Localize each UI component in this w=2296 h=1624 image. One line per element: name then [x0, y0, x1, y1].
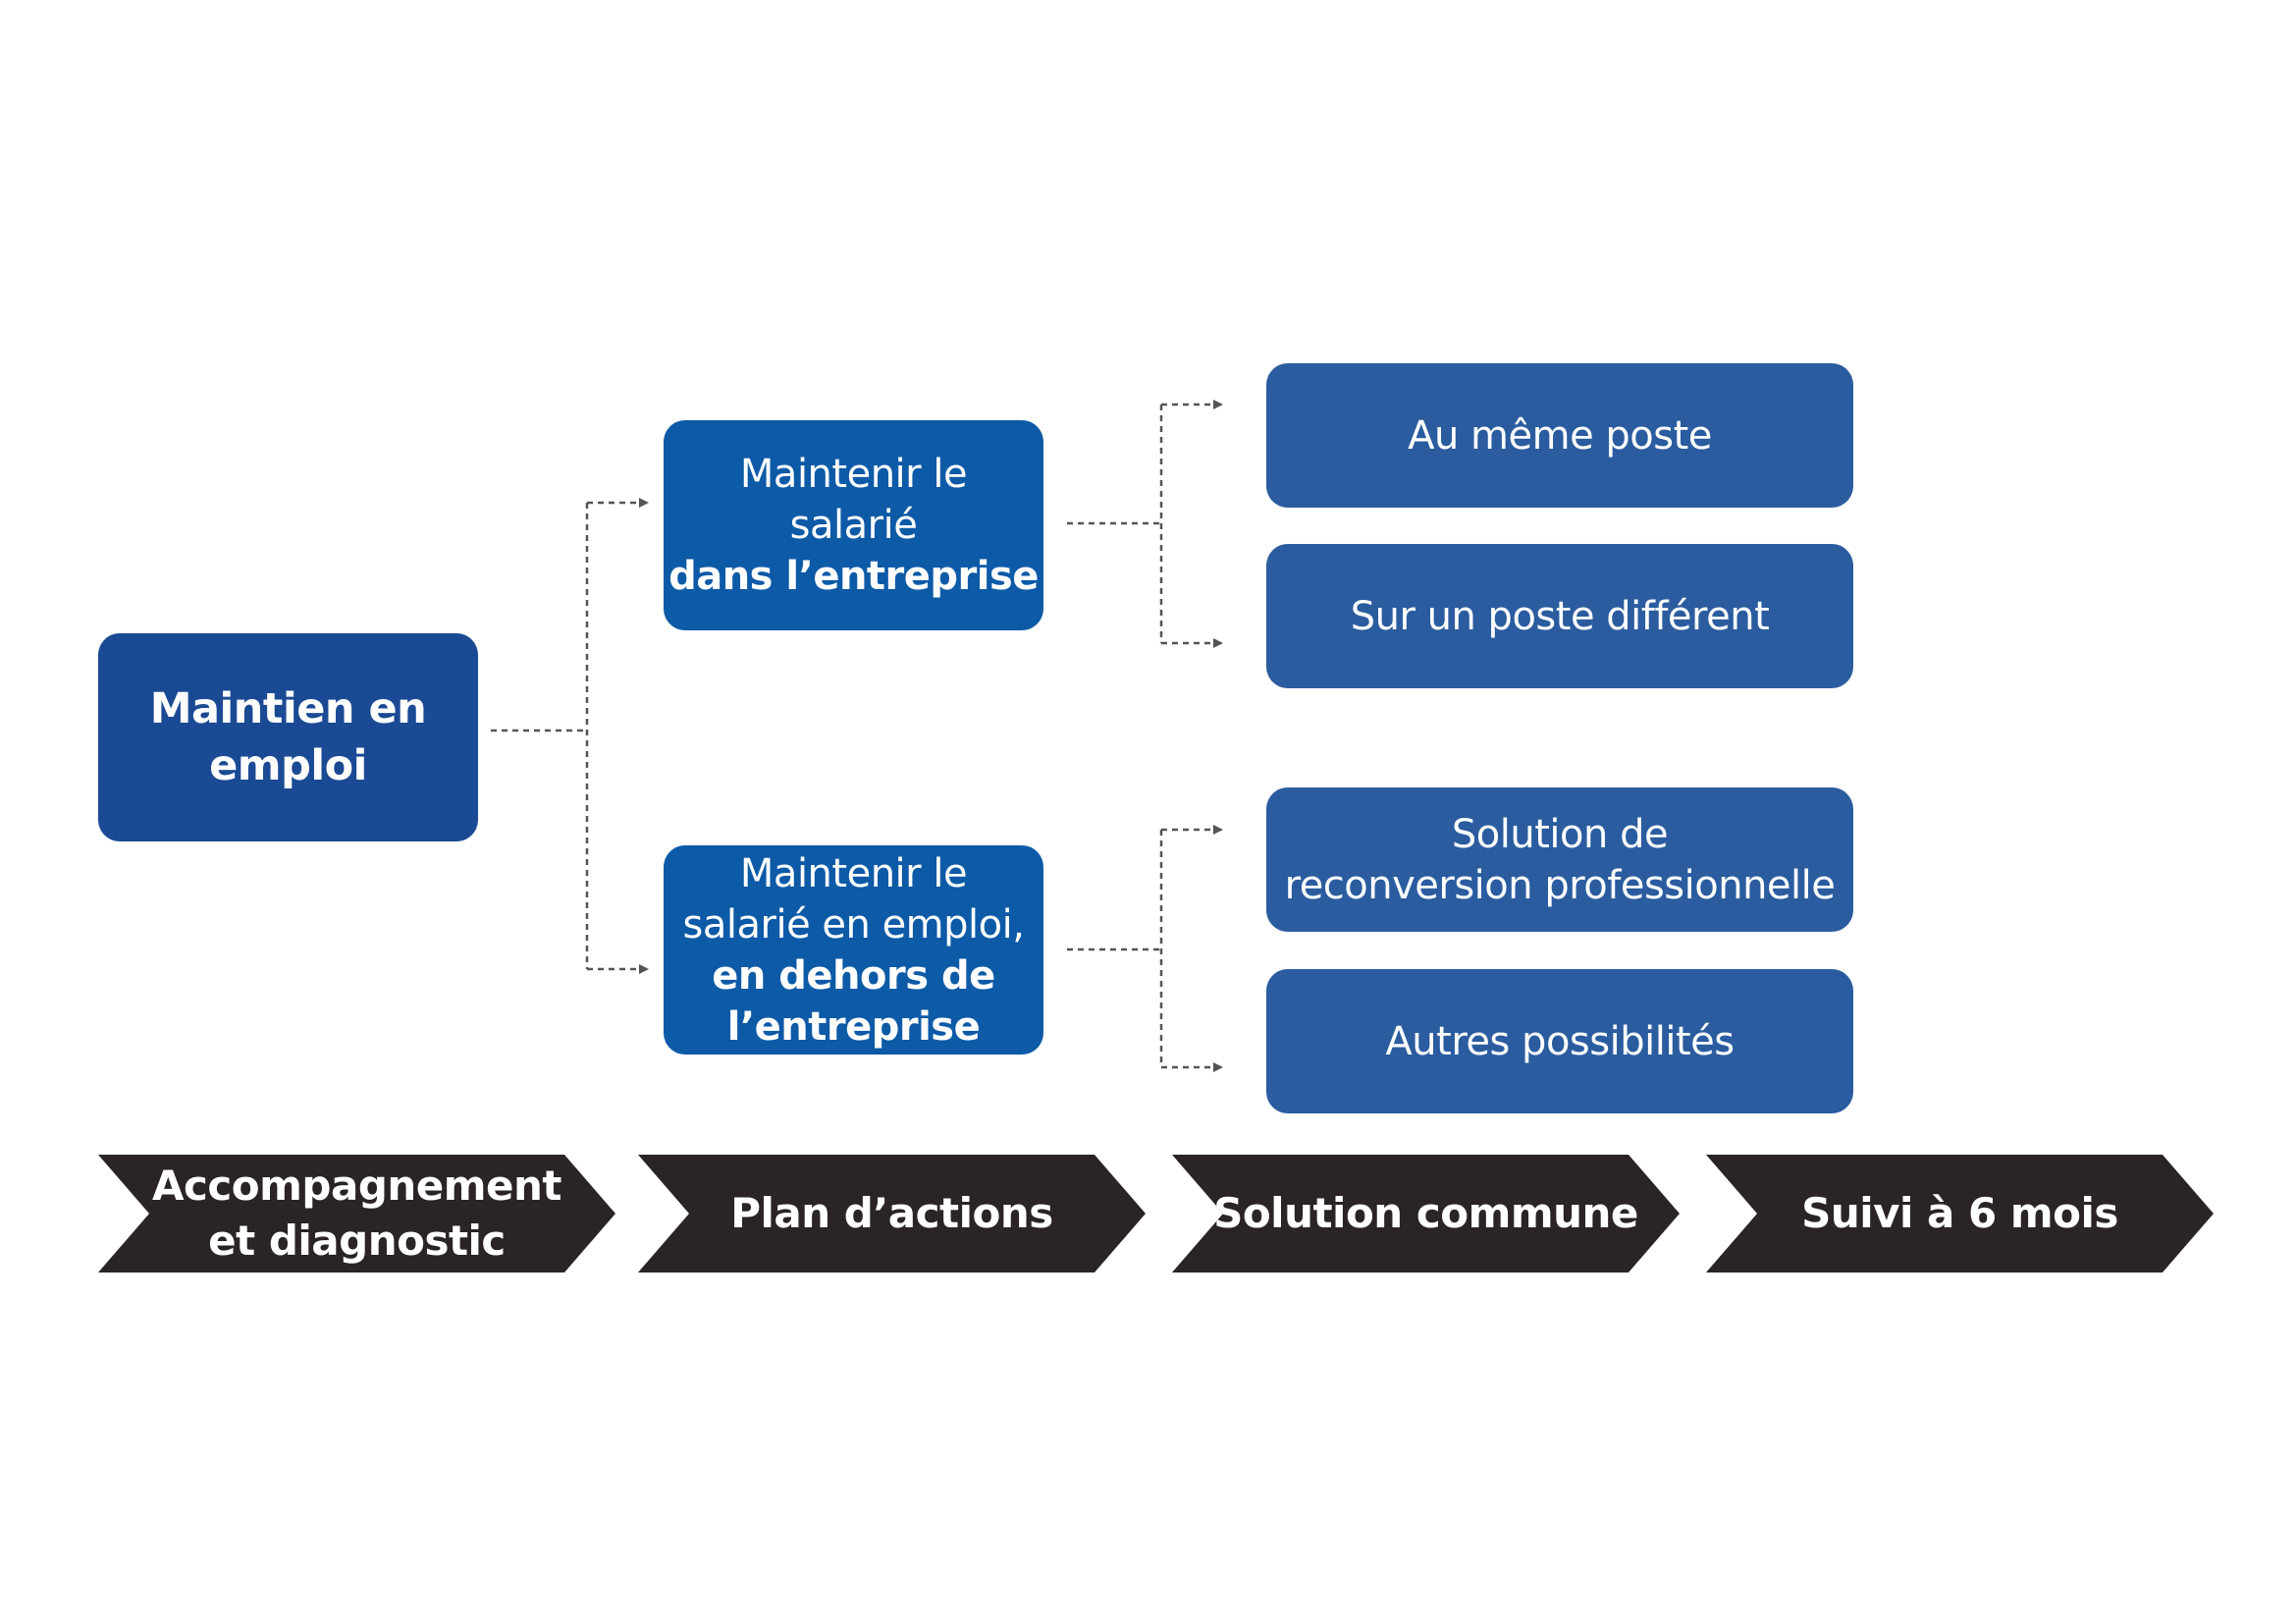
- step-1-line-1: Accompagnement: [152, 1162, 561, 1210]
- branch-outside-line-1: Maintenir le: [739, 850, 968, 896]
- outcome-different-post-label: Sur un poste différent: [1350, 593, 1770, 639]
- branch-outside-line-2: salarié en emploi,: [682, 901, 1025, 947]
- step-2-label: Plan d’actions: [730, 1189, 1053, 1237]
- step-chevron-plan-actions: Plan d’actions: [638, 1155, 1146, 1272]
- outcome-box-other-possibilities: Autres possibilités: [1266, 969, 1853, 1113]
- outcome-reconversion-line-2: reconversion professionnelle: [1284, 862, 1836, 908]
- branch-box-outside-company: Maintenir le salarié en emploi, en dehor…: [664, 845, 1043, 1055]
- branch-outside-line-3: en dehors de: [712, 952, 995, 999]
- outcome-box-different-post: Sur un poste différent: [1266, 544, 1853, 688]
- branch-box-inside-company: Maintenir le salarié dans l’entreprise: [664, 420, 1043, 630]
- branch-inside-line-3: dans l’entreprise: [668, 554, 1039, 599]
- root-box-line-1: Maintien en: [149, 684, 427, 733]
- step-chevron-suivi: Suivi à 6 mois: [1706, 1155, 2214, 1272]
- branch-outside-line-4: l’entreprise: [726, 1003, 981, 1050]
- outcome-reconversion-line-1: Solution de: [1451, 811, 1669, 857]
- outcome-same-post-label: Au même poste: [1408, 412, 1712, 459]
- step-1-line-2: et diagnostic: [208, 1217, 506, 1265]
- root-box-maintien-en-emploi: Maintien en emploi: [98, 633, 478, 841]
- branch-inside-line-1: Maintenir le: [739, 452, 968, 497]
- step-4-label: Suivi à 6 mois: [1801, 1189, 2118, 1237]
- outcome-other-label: Autres possibilités: [1385, 1018, 1735, 1064]
- step-3-label: Solution commune: [1213, 1189, 1638, 1237]
- outcome-box-same-post: Au même poste: [1266, 363, 1853, 508]
- step-chevron-solution-commune: Solution commune: [1172, 1155, 1680, 1272]
- root-box-line-2: emploi: [209, 741, 367, 790]
- branch-inside-line-2: salarié: [789, 503, 918, 548]
- step-chevron-accompagnement: Accompagnement et diagnostic: [98, 1155, 615, 1272]
- outcome-box-reconversion: Solution de reconversion professionnelle: [1266, 787, 1853, 932]
